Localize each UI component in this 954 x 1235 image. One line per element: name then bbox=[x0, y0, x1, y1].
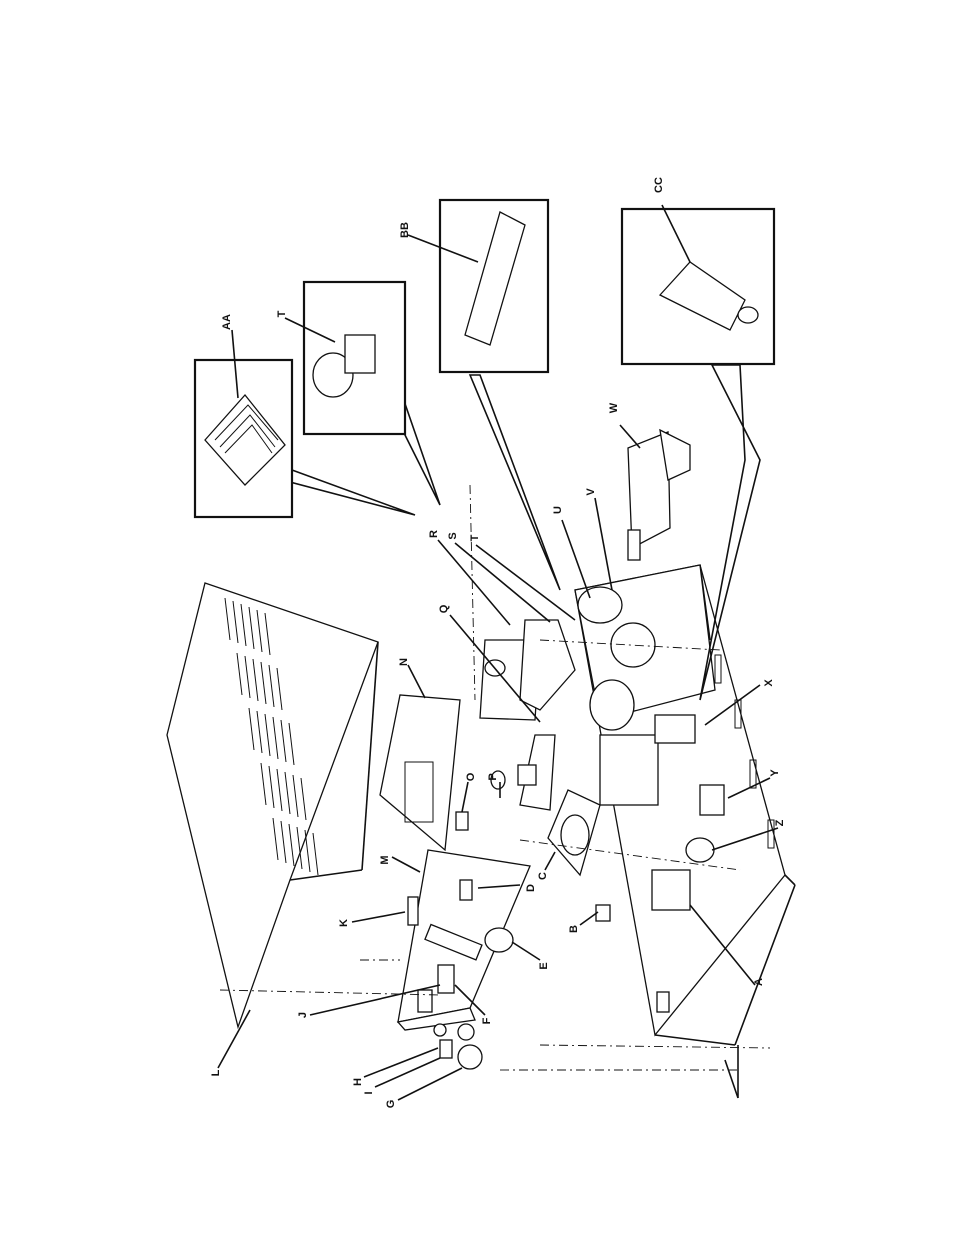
module-n bbox=[380, 695, 460, 850]
callout-label-o: O bbox=[465, 772, 477, 781]
callout-label-bb: BB bbox=[399, 222, 411, 238]
callout-label-u: U bbox=[552, 506, 564, 514]
callout-label-f: F bbox=[481, 1017, 493, 1024]
callout-label-b: B bbox=[568, 925, 580, 933]
callout-label-j: J bbox=[297, 1012, 309, 1018]
callout-label-cc: CC bbox=[653, 177, 665, 193]
callout-label-v: V bbox=[585, 488, 597, 496]
callout-label-x: X bbox=[763, 679, 775, 687]
vent-slot bbox=[305, 830, 310, 872]
inset-t bbox=[304, 282, 440, 505]
callout-label-m: M bbox=[379, 855, 391, 864]
board-q bbox=[518, 735, 555, 810]
callout-label-z: Z bbox=[774, 819, 786, 826]
vent-slot bbox=[313, 833, 318, 875]
callout-label-l: L bbox=[210, 1069, 222, 1076]
callout-label-aa: AA bbox=[221, 314, 233, 330]
top-cover bbox=[167, 583, 378, 1027]
callout-label-a: A bbox=[753, 978, 765, 986]
callout-label-n: N bbox=[398, 658, 410, 666]
callout-label-s: S bbox=[447, 532, 459, 539]
base-chassis bbox=[575, 565, 795, 1098]
callout-label-k: K bbox=[338, 919, 350, 927]
callout-label-r: R bbox=[428, 530, 440, 538]
callout-label-e: E bbox=[538, 962, 550, 969]
callout-label-w: W bbox=[608, 402, 620, 413]
callout-label-c: C bbox=[537, 872, 549, 880]
bracket-s bbox=[520, 620, 575, 710]
callout-label-h: H bbox=[352, 1078, 364, 1086]
callout-label-q: Q bbox=[438, 604, 450, 613]
transformer-w bbox=[628, 430, 690, 560]
callout-label-p: P bbox=[487, 773, 499, 780]
callout-label-d: D bbox=[525, 884, 537, 892]
callout-label-t: T bbox=[469, 534, 481, 541]
callout-label-g: G bbox=[385, 1100, 397, 1109]
callout-label-y: Y bbox=[769, 769, 781, 777]
callout-label-i: I bbox=[363, 1091, 375, 1094]
inset-bb bbox=[440, 200, 560, 590]
callout-label-t-inset: T bbox=[276, 310, 288, 317]
fan-c bbox=[548, 790, 600, 875]
